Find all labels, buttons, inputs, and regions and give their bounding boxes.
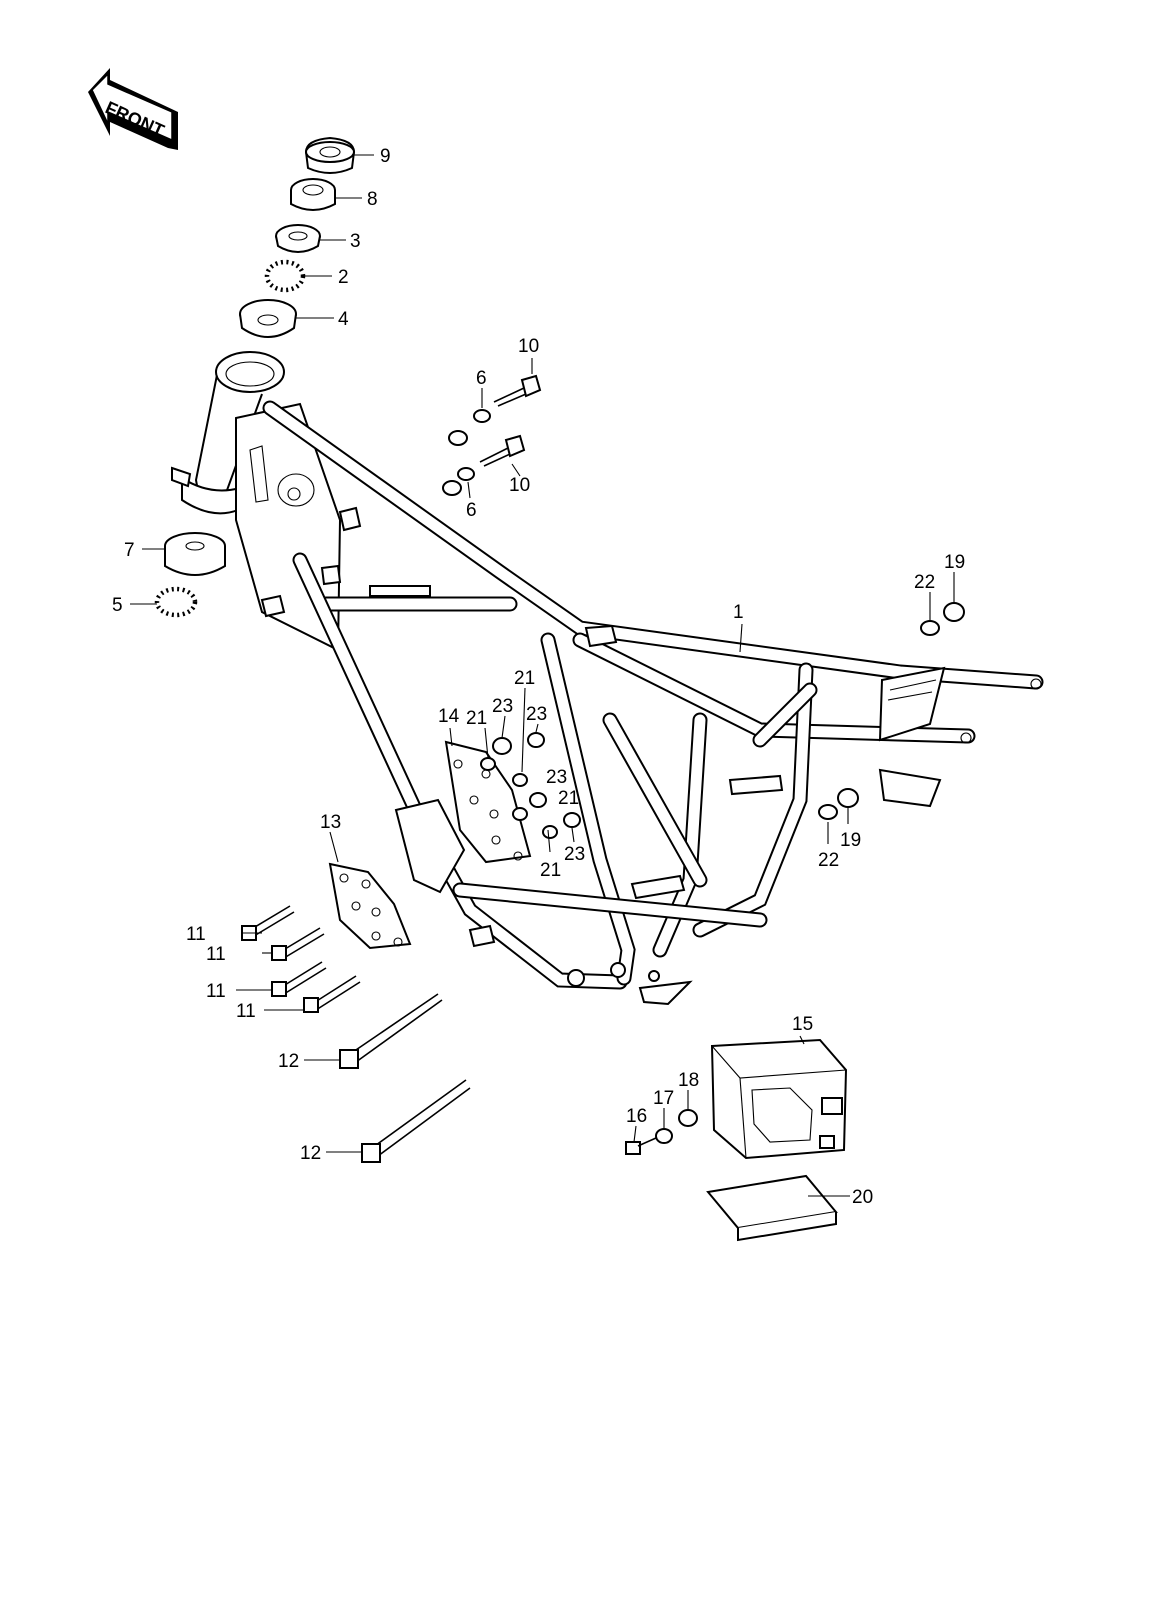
callout-21-bottom: 21	[540, 860, 561, 881]
front-arrow-badge: FRONT	[88, 68, 178, 150]
callout-6-lower: 6	[466, 500, 477, 521]
callout-14: 14	[438, 706, 460, 727]
callout-22-lower: 22	[818, 850, 839, 871]
callout-5: 5	[112, 595, 123, 616]
callout-23-c: 23	[546, 767, 567, 788]
callout-15: 15	[792, 1014, 813, 1035]
callout-3: 3	[350, 231, 361, 252]
callout-21-right: 21	[558, 788, 579, 809]
callout-10-upper: 10	[518, 336, 539, 357]
battery-case	[710, 1038, 848, 1160]
callout-23-b: 23	[526, 704, 547, 725]
callout-21-top: 21	[514, 668, 535, 689]
steel-balls-upper	[264, 259, 306, 293]
callout-7: 7	[124, 540, 135, 561]
upper-bearing-cup	[239, 299, 297, 338]
engine-mount-plate-right	[444, 740, 532, 864]
callout-16: 16	[626, 1106, 647, 1127]
upper-bearing-race	[275, 224, 321, 253]
callout-21-left: 21	[466, 708, 487, 729]
steering-dust-seal	[290, 178, 336, 211]
collar-washers	[442, 409, 940, 820]
callout-11-a: 11	[186, 924, 206, 945]
lower-bearing-cup	[164, 532, 226, 576]
callout-11-d: 11	[236, 1001, 256, 1022]
callout-19-upper: 19	[944, 552, 965, 573]
mount-bolts-short	[479, 374, 542, 467]
leader-lines	[130, 154, 955, 1197]
engine-mount-plate-left	[328, 862, 412, 950]
callout-23-d: 23	[564, 844, 585, 865]
battery-case-fasteners	[625, 1109, 698, 1155]
callout-11-c: 11	[206, 981, 226, 1002]
callout-10-lower: 10	[509, 475, 530, 496]
callout-18: 18	[678, 1070, 699, 1091]
callout-4: 4	[338, 309, 349, 330]
callout-6-upper: 6	[476, 368, 487, 389]
callout-12-lower: 12	[300, 1143, 321, 1164]
steering-stem-nut	[304, 136, 356, 174]
callout-2: 2	[338, 267, 349, 288]
callout-19-lower: 19	[840, 830, 861, 851]
main-frame	[171, 351, 1044, 1006]
mount-bolts-11	[241, 905, 361, 1013]
long-through-bolts	[339, 993, 471, 1163]
callout-8: 8	[367, 189, 378, 210]
callout-20: 20	[852, 1187, 873, 1208]
callout-17: 17	[653, 1088, 674, 1109]
callout-13: 13	[320, 812, 341, 833]
callout-12-upper: 12	[278, 1051, 299, 1072]
callout-23-a: 23	[492, 696, 513, 717]
battery-pad	[706, 1174, 838, 1242]
callout-9: 9	[380, 146, 391, 167]
callout-1: 1	[733, 602, 744, 623]
callout-22-upper: 22	[914, 572, 935, 593]
nuts	[480, 602, 965, 839]
callout-11-b: 11	[206, 944, 226, 965]
steel-balls-lower	[154, 586, 198, 618]
